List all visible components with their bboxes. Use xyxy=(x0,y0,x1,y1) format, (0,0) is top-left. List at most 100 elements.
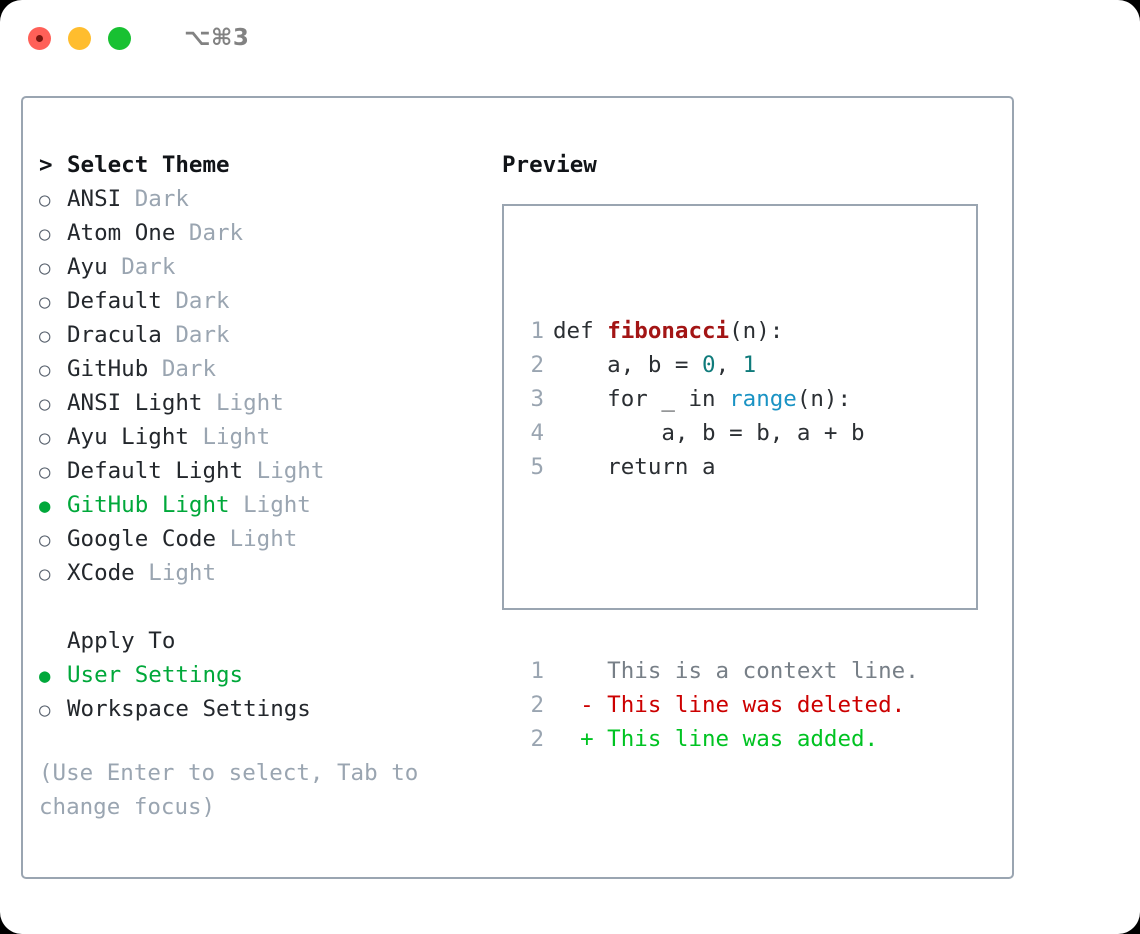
code-token: 1 xyxy=(742,352,757,378)
radio-unselected-icon[interactable]: ○ xyxy=(39,359,51,381)
minimize-button[interactable] xyxy=(68,26,91,50)
code-token: for _ in xyxy=(553,386,730,412)
main-panel: >Select Theme ○ANSI Dark○Atom One Dark○A… xyxy=(21,96,1014,879)
theme-list-item[interactable]: ○Google Code Light xyxy=(39,522,489,556)
apply-to-header-label: Apply To xyxy=(67,628,176,654)
preview-title: Preview xyxy=(502,152,597,178)
theme-name: XCode xyxy=(67,560,135,586)
select-theme-header-label: Select Theme xyxy=(67,152,230,178)
code-line: 4 a, b = b, a + b xyxy=(518,416,968,450)
apply-to-list-item[interactable]: ● User Settings xyxy=(39,658,489,692)
radio-unselected-icon[interactable]: ○ xyxy=(39,291,51,313)
theme-list-item[interactable]: ●GitHub Light Light xyxy=(39,488,489,522)
theme-list-item[interactable]: ○ GitHub Dark xyxy=(39,352,489,386)
theme-name: ANSI Light xyxy=(67,390,203,416)
theme-name-variant-gap xyxy=(243,454,257,488)
diff-line: 1 This is a context line. xyxy=(518,654,968,688)
radio-unselected-icon[interactable]: ○ xyxy=(39,461,51,483)
code-token: fibonacci xyxy=(607,318,730,344)
section-spacer xyxy=(39,590,489,624)
theme-list-item[interactable]: ○ ANSI Light Light xyxy=(39,386,489,420)
code-line: 3 for _ in range(n): xyxy=(518,382,968,416)
diff-line-text: - This line was deleted. xyxy=(553,692,906,718)
theme-list-item[interactable]: ○ Ayu Light Light xyxy=(39,420,489,454)
apply-to-option-label: User Settings xyxy=(67,662,244,688)
theme-name: GitHub xyxy=(67,356,149,382)
theme-variant-badge: Dark xyxy=(134,186,189,212)
code-line: 1 def fibonacci(n): xyxy=(518,314,968,348)
close-button[interactable] xyxy=(28,26,51,50)
theme-list-item[interactable]: ○XCode Light xyxy=(39,556,489,590)
code-line: 5 return a xyxy=(518,450,968,484)
theme-name: Ayu Light xyxy=(67,424,189,450)
code-token: return a xyxy=(553,454,716,480)
title-bar: ⌥⌘3 xyxy=(0,0,1140,76)
theme-name: Default xyxy=(67,288,162,314)
apply-to-header-indent xyxy=(39,624,67,658)
theme-variant-badge: Dark xyxy=(121,254,176,280)
theme-list-item[interactable]: ○ ANSI Dark xyxy=(39,182,489,216)
radio-unselected-icon[interactable]: ○ xyxy=(39,189,51,211)
code-token: range xyxy=(729,386,797,412)
code-token: (n): xyxy=(729,318,784,344)
radio-selected-icon[interactable]: ● xyxy=(39,495,51,517)
theme-name-variant-gap xyxy=(202,386,216,420)
diff-line: 2 + This line was added. xyxy=(518,722,968,756)
radio-unselected-icon[interactable]: ○ xyxy=(39,257,51,279)
theme-name-variant-gap xyxy=(148,352,162,386)
theme-name: Dracula xyxy=(67,322,162,348)
theme-list-item[interactable]: ○Atom One Dark xyxy=(39,216,489,250)
theme-variant-badge: Light xyxy=(243,492,311,518)
theme-name-variant-gap xyxy=(189,420,203,454)
line-number: 2 xyxy=(530,692,544,718)
diff-sample: 1 This is a context line. 2 - This line w… xyxy=(518,654,968,756)
line-number: 1 xyxy=(530,658,544,684)
apply-to-list: ● User Settings ○ Workspace Settings xyxy=(39,658,489,726)
code-token: , xyxy=(715,352,743,378)
theme-name: Google Code xyxy=(67,526,217,552)
theme-list-item[interactable]: ○ Ayu Dark xyxy=(39,250,489,284)
code-token: (n): xyxy=(796,386,852,412)
line-number: 4 xyxy=(530,420,544,446)
radio-unselected-icon[interactable]: ○ xyxy=(39,563,51,585)
theme-variant-badge: Light xyxy=(216,390,284,416)
radio-unselected-icon[interactable]: ○ xyxy=(39,699,51,721)
radio-unselected-icon[interactable]: ○ xyxy=(39,223,51,245)
theme-name-variant-gap xyxy=(162,284,176,318)
theme-name-variant-gap xyxy=(162,318,176,352)
theme-list-item[interactable]: ○Dracula Dark xyxy=(39,318,489,352)
theme-name: Ayu xyxy=(67,254,108,280)
theme-variant-badge: Dark xyxy=(161,356,217,382)
theme-name-variant-gap xyxy=(230,488,244,522)
apply-to-option-label: Workspace Settings xyxy=(67,696,311,722)
code-token: def xyxy=(553,318,608,344)
caret-icon: > xyxy=(39,152,53,178)
theme-name-variant-gap xyxy=(216,522,230,556)
radio-unselected-icon[interactable]: ○ xyxy=(39,427,51,449)
code-blank-line xyxy=(518,552,968,586)
maximize-button[interactable] xyxy=(108,26,131,50)
theme-name-variant-gap xyxy=(108,250,122,284)
theme-selector-column: >Select Theme ○ANSI Dark○Atom One Dark○A… xyxy=(39,148,489,824)
diff-line-text: This is a context line. xyxy=(553,658,919,684)
theme-name-variant-gap xyxy=(135,556,149,590)
theme-list: ○ANSI Dark○Atom One Dark○Ayu Dark○Defaul… xyxy=(39,182,489,590)
radio-unselected-icon[interactable]: ○ xyxy=(39,393,51,415)
theme-name-variant-gap xyxy=(175,216,189,250)
line-number: 5 xyxy=(530,454,544,480)
apply-to-list-item[interactable]: ○ Workspace Settings xyxy=(39,692,489,726)
line-number: 1 xyxy=(530,318,544,344)
theme-variant-badge: Light xyxy=(202,424,271,450)
radio-unselected-icon[interactable]: ○ xyxy=(39,529,51,551)
keyboard-hint: (Use Enter to select, Tab to change focu… xyxy=(39,760,432,820)
theme-name-variant-gap xyxy=(121,182,135,216)
radio-selected-icon[interactable]: ● xyxy=(39,665,51,687)
line-number: 2 xyxy=(530,726,544,752)
theme-name: ANSI xyxy=(67,186,122,212)
theme-list-item[interactable]: ○Default Dark xyxy=(39,284,489,318)
radio-unselected-icon[interactable]: ○ xyxy=(39,325,51,347)
theme-list-item[interactable]: ○Default Light Light xyxy=(39,454,489,488)
